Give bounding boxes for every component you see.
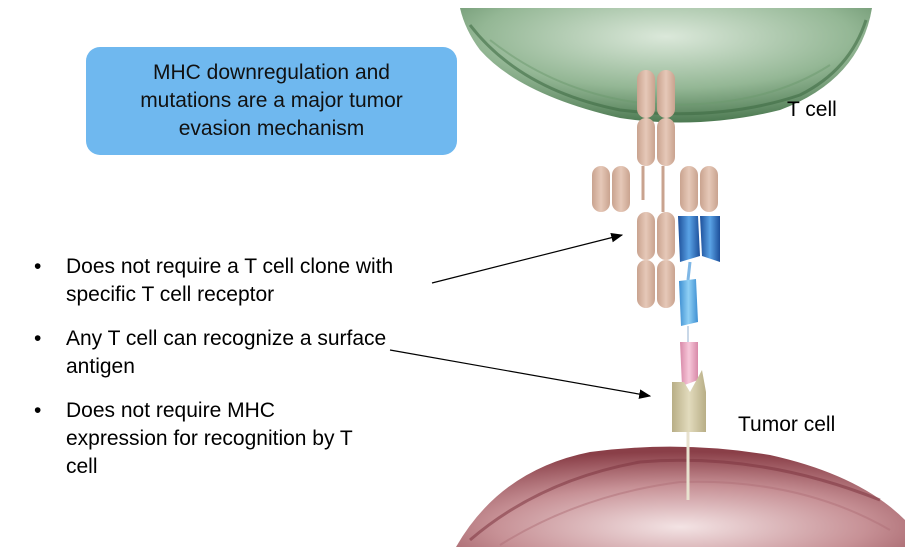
car-scfv [678,216,720,342]
surface-antigen [672,370,706,500]
t-cell-label: T cell [787,98,837,121]
bullet-dot: • [34,327,42,350]
bullet-text: Does not require a T cell clone with spe… [66,253,393,309]
tumor-cell-body [456,446,905,547]
tumor-cell-label: Tumor cell [738,413,836,436]
bullet-dot: • [34,255,42,278]
bullet-line: Any T cell can recognize a surface [66,327,387,350]
binding-domain [680,342,698,386]
bullet-line: Does not require a T cell clone with [66,255,394,278]
bullet-line: cell [66,455,98,478]
tcr-cd3-complex [592,70,718,308]
callout-text: MHC downregulation and mutations are a m… [140,61,403,140]
bullet-line: expression for recognition by T [66,427,353,450]
bullet-text: Any T cell can recognize a surface antig… [66,325,386,381]
bullet-line: specific T cell receptor [66,283,275,306]
bullet-line: antigen [66,355,135,378]
bullet-text: Does not require MHC expression for reco… [66,397,353,481]
callout-box: MHC downregulation and mutations are a m… [86,47,457,155]
arrow-to-car [431,232,624,284]
arrow-to-antigen [389,349,652,399]
bullet-line: Does not require MHC [66,399,275,422]
bullet-dot: • [34,399,42,422]
